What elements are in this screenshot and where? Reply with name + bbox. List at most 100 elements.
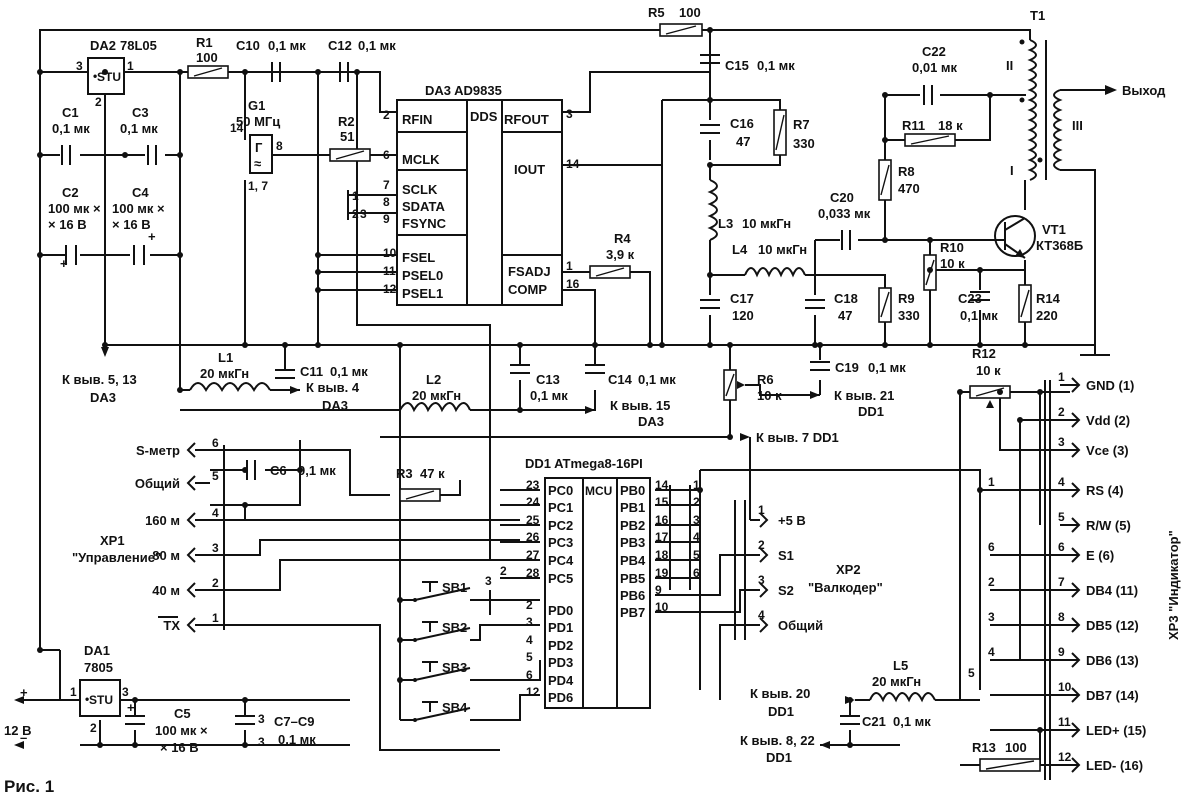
dd1-pin-name: PD3	[548, 655, 573, 670]
svg-text:3: 3	[258, 712, 265, 726]
xp3-pin-number: 5	[1058, 510, 1065, 524]
chip-dd1: DD1 ATmega8-16PI MCU PC023PC124PC225PC32…	[485, 456, 700, 709]
svg-text:0,1 мк: 0,1 мк	[638, 372, 676, 387]
da1-inner: STU	[89, 693, 113, 707]
svg-text:0,1 мк: 0,1 мк	[358, 38, 396, 53]
xp3-pin-number: 2	[1058, 405, 1065, 419]
da3-pin-name: SDATA	[402, 199, 445, 214]
svg-text:2: 2	[90, 721, 97, 735]
dd1-pin-number: 26	[526, 530, 540, 544]
svg-text:КТ368Б: КТ368Б	[1036, 238, 1083, 253]
svg-text:C3: C3	[132, 105, 149, 120]
dd1-pin-number: 24	[526, 495, 540, 509]
g1-freq: 50 МГц	[236, 114, 280, 129]
svg-text:+: +	[20, 685, 28, 700]
da1-ref: DA1	[84, 643, 110, 658]
xp3-pin-label: RS (4)	[1086, 483, 1124, 498]
svg-text:R10: R10	[940, 240, 964, 255]
da3-pin-number: 3	[566, 107, 573, 121]
svg-text:C11: C11	[300, 364, 323, 379]
svg-text:0,1 мк: 0,1 мк	[298, 463, 336, 478]
svg-text:20 мкГн: 20 мкГн	[200, 366, 249, 381]
svg-text:R12: R12	[972, 346, 996, 361]
svg-text:L2: L2	[426, 372, 441, 387]
svg-text:220: 220	[1036, 308, 1058, 323]
da3-pin-number: 11	[383, 264, 396, 278]
dd1-pin-name: PD1	[548, 620, 573, 635]
da3-pin-name: FSEL	[402, 250, 435, 265]
dd1-pin-number: 18	[655, 548, 669, 562]
xp2-pin-number: 4	[758, 608, 765, 622]
svg-text:R1: R1	[196, 35, 213, 50]
xp3-pin-number: 8	[1058, 610, 1065, 624]
dd1-pin-number: 2	[526, 598, 533, 612]
xp2-pin-number: 3	[758, 573, 765, 587]
dd1-pin-name: PB1	[620, 500, 645, 515]
svg-text:1, 7: 1, 7	[248, 179, 268, 193]
svg-text:× 16 В: × 16 В	[112, 217, 151, 232]
svg-text:1: 1	[70, 685, 77, 699]
da3-title: DA3 AD9835	[425, 83, 502, 98]
svg-text:I: I	[1010, 163, 1014, 178]
svg-text:R9: R9	[898, 291, 915, 306]
svg-text:0,1 мк: 0,1 мк	[868, 360, 906, 375]
dd1-bus-number: 1	[693, 478, 700, 492]
svg-text:К выв. 5, 13: К выв. 5, 13	[62, 372, 137, 387]
svg-text:≈: ≈	[254, 156, 261, 171]
dd1-pin-number: 9	[655, 583, 662, 597]
svg-text:8: 8	[276, 139, 283, 153]
da3-pin-number: 2	[383, 108, 390, 122]
dd1-pin-number: 28	[526, 566, 540, 580]
svg-text:R6: R6	[757, 372, 774, 387]
svg-text:C18: C18	[834, 291, 858, 306]
svg-text:10 к: 10 к	[757, 388, 782, 403]
dd1-pin-number: 19	[655, 566, 669, 580]
da1-part: 7805	[84, 660, 113, 675]
dd1-left-pins: PC023PC124PC225PC326PC427PC528PD02PD13PD…	[526, 478, 574, 705]
xp3-bus-number: 3	[988, 610, 995, 624]
svg-text:14: 14	[230, 121, 244, 135]
xp1-pin-label: TX	[163, 618, 180, 633]
dd1-pin-name: PB0	[620, 483, 645, 498]
svg-text:C12: C12	[328, 38, 352, 53]
svg-text:–: –	[20, 730, 27, 745]
dd1-pin-number: 5	[526, 650, 533, 664]
svg-text:L4: L4	[732, 242, 748, 257]
xp3-pin-label: DB6 (13)	[1086, 653, 1139, 668]
svg-text:10 к: 10 к	[940, 256, 965, 271]
svg-text:× 16 В: × 16 В	[48, 217, 87, 232]
svg-text:0,1 мк: 0,1 мк	[120, 121, 158, 136]
junction-dots	[37, 27, 1043, 748]
svg-text:•: •	[93, 69, 97, 83]
inductors: L1 20 мкГн L2 20 мкГн L3 10 мкГн L4 10 м…	[189, 179, 936, 703]
transistor-vt1: VT1 КТ368Б	[994, 215, 1083, 259]
da3-pin-name: MCLK	[402, 152, 440, 167]
svg-text:0,1 мк: 0,1 мк	[268, 38, 306, 53]
svg-text:3,9 к: 3,9 к	[606, 247, 635, 262]
svg-text:2: 2	[352, 207, 359, 221]
svg-text:C10: C10	[236, 38, 260, 53]
da3-pin-number: 9	[383, 212, 390, 226]
svg-text:47: 47	[736, 134, 750, 149]
xp3-pin-number: 11	[1058, 715, 1071, 729]
dd1-pin-number: 14	[655, 478, 669, 492]
xp3-pin-label: GND (1)	[1086, 378, 1134, 393]
xp3-bus-number: 6	[988, 540, 995, 554]
regulator-da1: • STU DA1 7805 1 2 3	[70, 643, 129, 735]
svg-text:DA3: DA3	[322, 398, 348, 413]
xp3-pin-number: 12	[1058, 750, 1072, 764]
dd1-pin-name: PB5	[620, 571, 645, 586]
push-button-label: SB4	[442, 700, 468, 715]
svg-text:C16: C16	[730, 116, 754, 131]
svg-text:R2: R2	[338, 114, 355, 129]
xp1-pin-label: 160 м	[145, 513, 180, 528]
xp3-pin-number: 10	[1058, 680, 1072, 694]
dd1-pin-number: 3	[526, 615, 533, 629]
svg-text:R11: R11	[902, 118, 925, 133]
xp1-pin-number: 5	[212, 469, 219, 483]
dd1-bus-number: 5	[693, 548, 700, 562]
dd1-pin-name: PC4	[548, 553, 574, 568]
xp3-pin-number: 9	[1058, 645, 1065, 659]
dd1-pin-name: PD2	[548, 638, 573, 653]
